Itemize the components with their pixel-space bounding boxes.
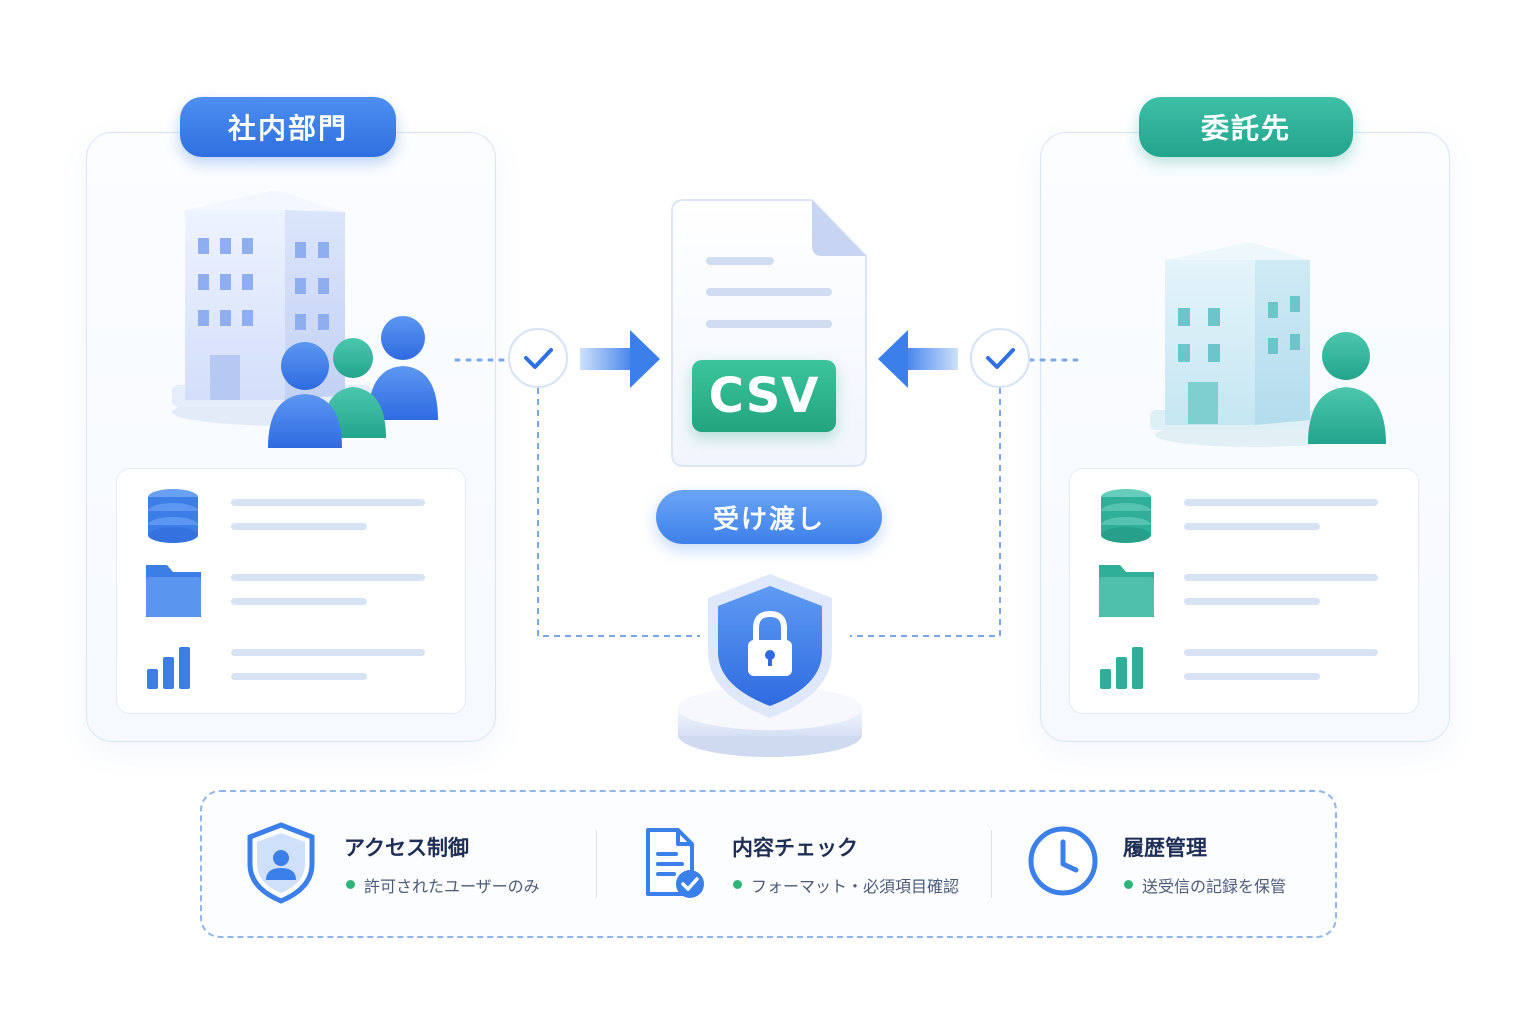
arrow-left-icon bbox=[878, 330, 958, 388]
right-card-icons bbox=[1099, 489, 1154, 689]
access-control-desc: 許可されたユーザーのみ bbox=[364, 877, 540, 896]
internal-department-label: 社内部門 bbox=[180, 97, 396, 157]
access-control-title: アクセス制御 bbox=[344, 836, 469, 860]
clock-icon bbox=[1028, 826, 1098, 896]
left-card-icons bbox=[146, 489, 201, 689]
csv-file-label: CSV bbox=[692, 360, 836, 432]
history-title: 履歴管理 bbox=[1123, 836, 1207, 860]
divider bbox=[596, 830, 597, 898]
document-check-icon bbox=[646, 828, 704, 898]
user-shield-icon bbox=[247, 822, 315, 904]
content-check-desc: フォーマット・必須項目確認 bbox=[751, 877, 960, 896]
folder-icon bbox=[146, 565, 201, 617]
arrow-right-icon bbox=[580, 330, 660, 388]
left-dashed-path bbox=[537, 388, 700, 637]
divider bbox=[991, 830, 992, 898]
bar-chart-icon bbox=[1100, 647, 1143, 689]
internal-data-card bbox=[116, 468, 466, 714]
right-dashed-path bbox=[850, 388, 1001, 637]
contractor-data-card bbox=[1069, 468, 1419, 714]
status-dot bbox=[1124, 880, 1133, 889]
bar-chart-icon bbox=[147, 647, 190, 689]
left-check-icon bbox=[508, 328, 568, 388]
status-dot bbox=[733, 880, 742, 889]
status-dot bbox=[346, 880, 355, 889]
office-building-icon bbox=[172, 190, 438, 448]
right-check-icon bbox=[970, 328, 1030, 388]
contractor-label: 委託先 bbox=[1139, 97, 1353, 157]
content-check-title: 内容チェック bbox=[732, 836, 858, 860]
database-icon bbox=[1101, 489, 1151, 543]
security-features-box: アクセス制御 許可されたユーザーのみ 内容チェック フォーマット・必須項目確認 … bbox=[200, 790, 1337, 938]
history-desc: 送受信の記録を保管 bbox=[1142, 877, 1287, 896]
handoff-label: 受け渡し bbox=[656, 490, 882, 544]
folder-icon bbox=[1099, 565, 1154, 617]
database-icon bbox=[148, 489, 198, 543]
contractor-building-icon bbox=[1150, 242, 1386, 447]
security-shield-icon bbox=[678, 574, 862, 757]
